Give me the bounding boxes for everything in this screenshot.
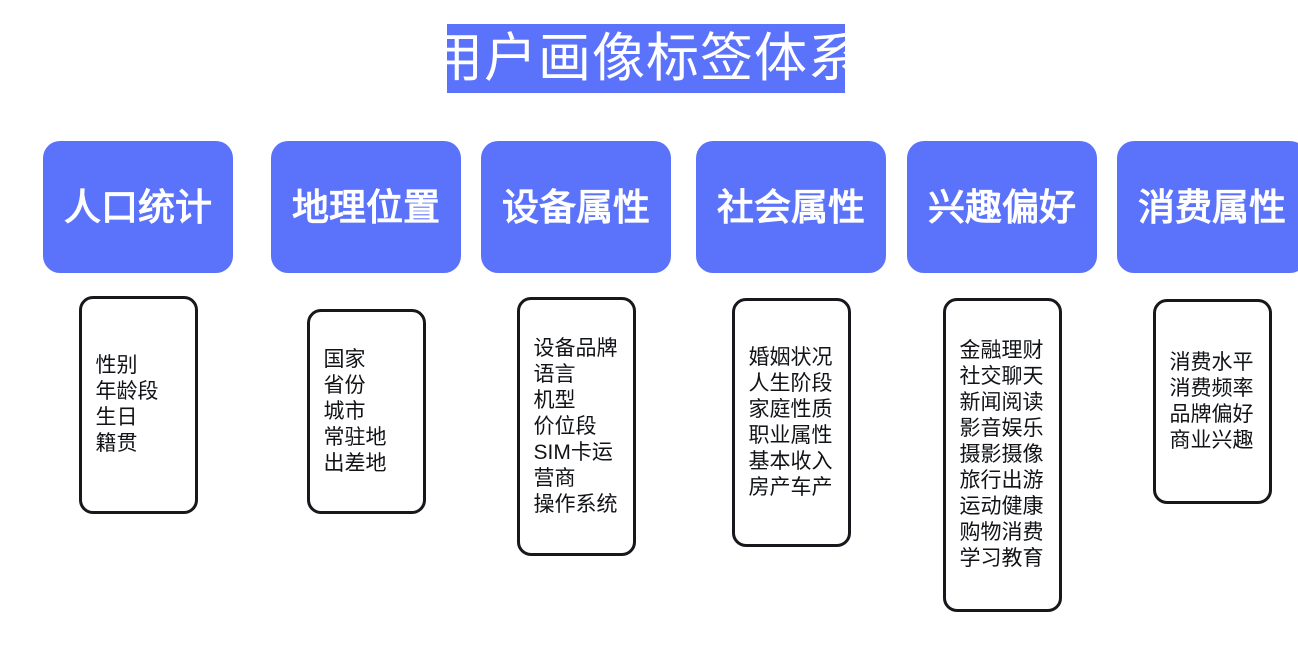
category-header-1[interactable]: 人口统计 bbox=[43, 141, 233, 273]
tag-item: 生日 bbox=[95, 406, 138, 429]
tag-item: 消费水平 bbox=[1169, 350, 1254, 374]
category-column: 人口统计性别年龄段生日籍贯 bbox=[43, 141, 233, 514]
category-header-2[interactable]: 地理位置 bbox=[271, 141, 461, 273]
tag-item: 机型 bbox=[533, 388, 576, 412]
tag-item: 职业属性 bbox=[748, 423, 833, 447]
tag-item: 新闻阅读 bbox=[959, 391, 1044, 414]
category-header-label: 人口统计 bbox=[64, 186, 212, 228]
category-column: 社会属性婚姻状况人生阶段家庭性质职业属性基本收入房产车产 bbox=[696, 141, 886, 547]
tag-item: 国家 bbox=[323, 347, 366, 371]
category-header-6[interactable]: 消费属性 bbox=[1117, 141, 1298, 273]
category-header-label: 社会属性 bbox=[717, 186, 865, 228]
tag-item: 操作系统 bbox=[533, 492, 618, 516]
tag-list-box: 国家省份城市常驻地出差地 bbox=[306, 309, 426, 514]
tag-item: 金融理财 bbox=[959, 339, 1044, 362]
tag-item: 人生阶段 bbox=[748, 371, 833, 395]
tag-item: 运动健康 bbox=[959, 495, 1044, 518]
tag-item: 摄影摄像 bbox=[959, 443, 1044, 466]
tag-item: 年龄段 bbox=[95, 380, 159, 403]
tag-item: 价位段 bbox=[533, 414, 597, 438]
tag-list-box: 消费水平消费频率品牌偏好商业兴趣 bbox=[1152, 299, 1272, 504]
tag-item: 常驻地 bbox=[323, 425, 387, 449]
category-header-4[interactable]: 社会属性 bbox=[696, 141, 886, 273]
category-column: 地理位置国家省份城市常驻地出差地 bbox=[271, 141, 461, 514]
tag-item: 婚姻状况 bbox=[748, 345, 833, 369]
tag-item: 品牌偏好 bbox=[1169, 402, 1254, 426]
category-header-label: 设备属性 bbox=[502, 186, 650, 228]
tag-item: 籍贯 bbox=[95, 432, 138, 455]
tag-item: 设备品牌 bbox=[533, 336, 618, 360]
tag-list-box: 婚姻状况人生阶段家庭性质职业属性基本收入房产车产 bbox=[731, 298, 851, 547]
tag-item: 城市 bbox=[323, 399, 366, 423]
tag-item: 社交聊天 bbox=[959, 365, 1044, 388]
tag-item: 消费频率 bbox=[1169, 376, 1254, 400]
tag-item: 语言 bbox=[533, 362, 576, 386]
category-column: 消费属性消费水平消费频率品牌偏好商业兴趣 bbox=[1117, 141, 1298, 504]
tag-item: 商业兴趣 bbox=[1169, 428, 1254, 452]
tag-item: 省份 bbox=[323, 373, 366, 397]
tag-list-box: 金融理财社交聊天新闻阅读影音娱乐摄影摄像旅行出游运动健康购物消费学习教育 bbox=[942, 298, 1062, 612]
category-header-label: 兴趣偏好 bbox=[928, 186, 1076, 228]
tag-list-box: 性别年龄段生日籍贯 bbox=[78, 296, 198, 514]
tag-item: 性别 bbox=[95, 354, 138, 377]
tag-item: 出差地 bbox=[323, 451, 387, 475]
tag-item: SIM卡运营商 bbox=[533, 440, 613, 490]
category-column: 兴趣偏好金融理财社交聊天新闻阅读影音娱乐摄影摄像旅行出游运动健康购物消费学习教育 bbox=[907, 141, 1097, 612]
category-header-3[interactable]: 设备属性 bbox=[481, 141, 671, 273]
diagram-title-text: 用户画像标签体系 bbox=[430, 28, 862, 89]
tag-item: 学习教育 bbox=[959, 547, 1044, 570]
tag-item: 基本收入 bbox=[748, 449, 833, 473]
tag-item: 影音娱乐 bbox=[959, 417, 1044, 440]
category-header-5[interactable]: 兴趣偏好 bbox=[907, 141, 1097, 273]
tag-item: 房产车产 bbox=[748, 475, 833, 499]
tag-item: 购物消费 bbox=[959, 521, 1044, 544]
diagram-title-banner: 用户画像标签体系 bbox=[430, 24, 861, 93]
category-header-label: 地理位置 bbox=[292, 186, 440, 228]
category-header-label: 消费属性 bbox=[1138, 186, 1286, 228]
tag-item: 家庭性质 bbox=[748, 397, 833, 421]
tag-item: 旅行出游 bbox=[959, 469, 1044, 492]
